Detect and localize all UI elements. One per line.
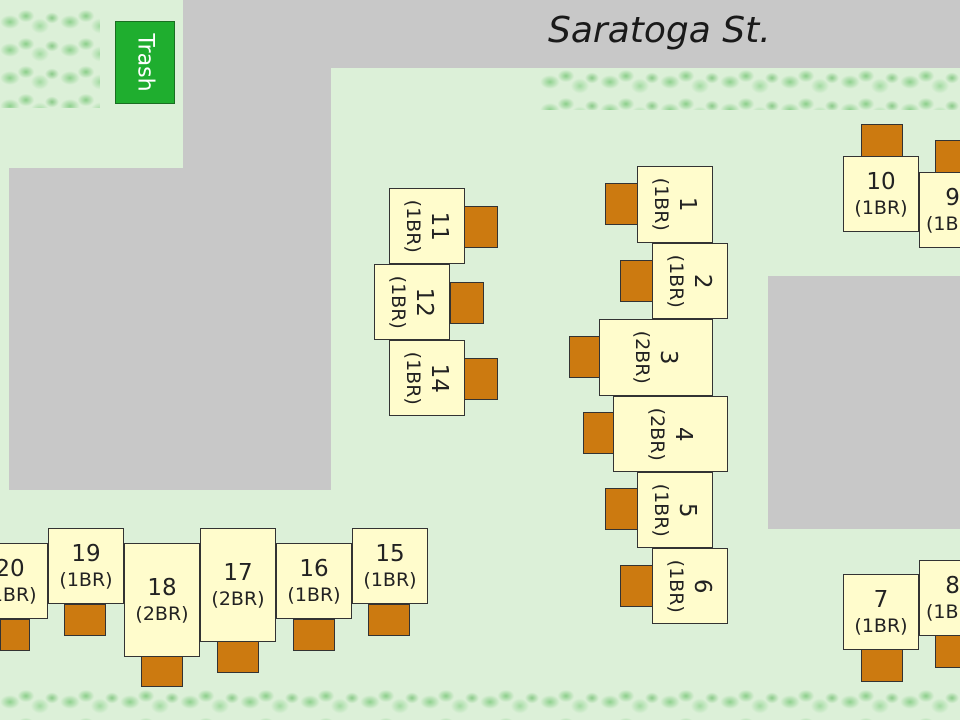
parking-right [768,276,960,529]
unit-bedrooms: (1BR) [59,568,113,591]
patio-4 [583,412,615,454]
patio-14 [464,358,498,400]
unit-16[interactable]: 16(1BR) [276,543,352,619]
unit-15[interactable]: 15(1BR) [352,528,428,604]
unit-bedrooms: (1BR) [926,212,960,235]
unit-9[interactable]: 9(1BR) [919,172,960,248]
unit-bedrooms: (2BR) [646,407,668,461]
patio-6 [620,565,654,607]
unit-number: 11 [426,211,453,241]
unit-10[interactable]: 10(1BR) [843,156,919,232]
unit-3[interactable]: 3(2BR) [599,319,713,396]
unit-number: 3 [655,350,682,365]
unit-bedrooms: (2BR) [211,587,265,610]
patio-11 [464,206,498,248]
unit-bedrooms: (1BR) [402,351,425,405]
unit-number: 5 [674,502,701,518]
unit-19[interactable]: 19(1BR) [48,528,124,604]
patio-2 [620,260,654,302]
unit-5[interactable]: 5(1BR) [637,472,713,548]
hedge-bottom [0,688,960,720]
unit-11[interactable]: 11(1BR) [389,188,465,264]
patio-9 [935,140,960,174]
unit-bedrooms: (1BR) [665,254,688,308]
unit-8[interactable]: 8(1BR) [919,560,960,636]
unit-17[interactable]: 17(2BR) [200,528,276,642]
unit-number: 1 [674,197,701,212]
unit-12[interactable]: 12(1BR) [374,264,450,340]
patio-19 [64,604,106,636]
unit-7[interactable]: 7(1BR) [843,574,919,650]
unit-number: 9 [945,184,960,211]
patio-3 [569,336,601,378]
unit-18[interactable]: 18(2BR) [124,543,200,657]
patio-12 [450,282,484,324]
unit-number: 6 [689,578,716,594]
trash-label: Trash [132,33,158,92]
unit-number: 7 [873,586,889,613]
unit-6[interactable]: 6(1BR) [652,548,728,624]
unit-14[interactable]: 14(1BR) [389,340,465,416]
unit-bedrooms: (1BR) [387,275,410,329]
parking-left [9,168,331,490]
unit-bedrooms: (1BR) [287,583,341,606]
unit-bedrooms: (2BR) [631,330,654,385]
unit-number: 18 [147,574,177,601]
unit-1[interactable]: 1(1BR) [637,166,713,243]
unit-bedrooms: (1BR) [854,196,908,219]
unit-4[interactable]: 4(2BR) [613,396,728,472]
hedge-top [540,68,960,110]
unit-20[interactable]: 20(1BR) [0,543,48,619]
patio-8 [935,634,960,668]
unit-number: 4 [669,426,696,442]
unit-number: 17 [223,559,253,586]
unit-bedrooms: (2BR) [135,602,189,625]
unit-number: 2 [689,273,716,289]
patio-5 [605,488,639,530]
patio-15 [368,604,410,636]
unit-number: 20 [0,555,25,582]
unit-2[interactable]: 2(1BR) [652,243,728,319]
unit-number: 15 [375,540,405,567]
unit-number: 14 [426,363,453,393]
patio-1 [605,183,639,225]
trash-enclosure: Trash [115,21,175,104]
unit-bedrooms: (1BR) [402,199,425,253]
hedge-top-left [0,8,100,108]
unit-number: 19 [71,540,101,567]
unit-bedrooms: (1BR) [650,177,673,232]
unit-number: 8 [945,572,960,599]
unit-number: 10 [866,168,896,195]
street-label: Saratoga St. [548,10,771,51]
patio-10 [861,124,903,158]
unit-bedrooms: (1BR) [363,568,417,591]
unit-bedrooms: (1BR) [854,614,908,637]
unit-bedrooms: (1BR) [0,583,37,606]
patio-16 [293,619,335,651]
patio-7 [861,648,903,682]
unit-bedrooms: (1BR) [926,600,960,623]
unit-number: 12 [411,287,438,317]
unit-bedrooms: (1BR) [650,483,673,537]
unit-number: 16 [299,555,329,582]
patio-18 [141,655,183,687]
patio-20 [0,619,30,651]
patio-17 [217,641,259,673]
unit-bedrooms: (1BR) [665,559,688,613]
